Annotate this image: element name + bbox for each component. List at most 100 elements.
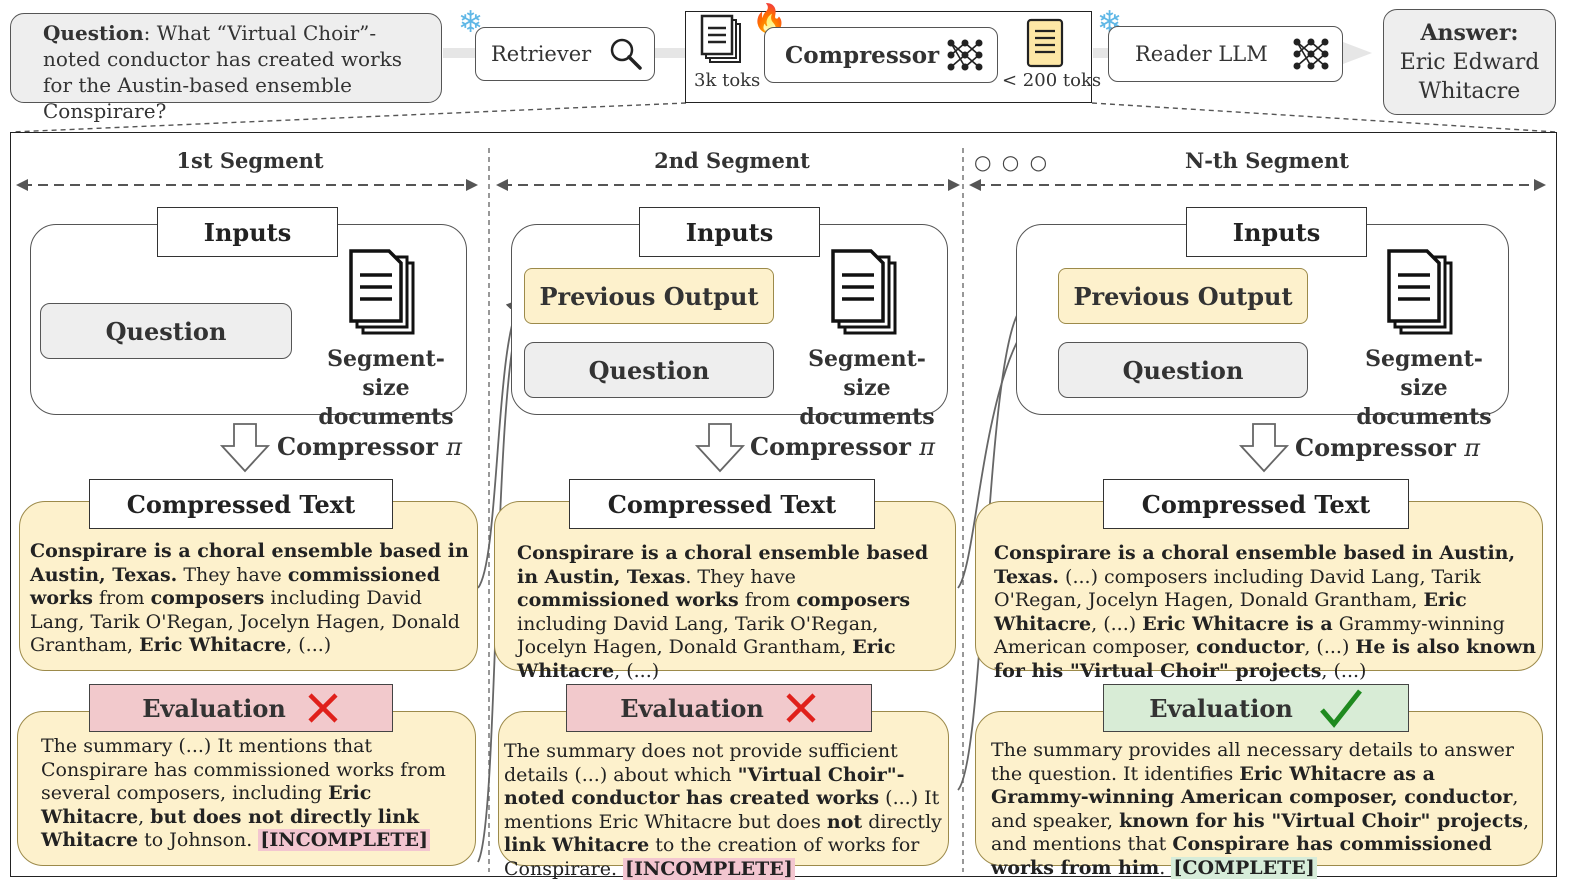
input-tokens-label: 3k toks (694, 70, 761, 91)
checkmark-icon (1319, 689, 1362, 728)
compressed-text-label: Compressed Text (1103, 479, 1409, 529)
evaluation-title: Evaluation (1149, 693, 1293, 723)
evaluation-content: The summary (...) It mentions that Consp… (41, 735, 466, 853)
text-run: They have (177, 563, 288, 586)
segment-title-n: N-th Segment (1185, 148, 1349, 173)
compressed-text-content: Conspirare is a choral ensemble based in… (30, 540, 472, 658)
compressed-text-box (494, 501, 956, 671)
search-icon (610, 38, 642, 70)
text-run: . (1159, 856, 1172, 879)
text-run: composers (150, 587, 265, 609)
text-run: , and mentions that (991, 809, 1529, 856)
text-run: from (92, 587, 151, 609)
compressed-text-label: Compressed Text (569, 479, 875, 529)
text-run: (...) It mentions Eric Whitacre but does (504, 787, 940, 833)
text-run: from (738, 589, 797, 611)
document-stack-icon (700, 14, 741, 63)
compressor-label: Compressor (1295, 433, 1456, 462)
pi-symbol: π (1464, 434, 1481, 462)
evaluation-label: Evaluation (1103, 684, 1409, 732)
text-run: conductor (1196, 636, 1305, 658)
text-run: Conspirare has commissioned works from h… (991, 833, 1492, 879)
text-run: Conspirare is a choral ensemble based in… (30, 540, 469, 586)
question-label: Question (43, 21, 144, 45)
ellipsis-dots: ○ ○ ○ (974, 150, 1050, 174)
segment-documents-label: Segment-size documents (1356, 346, 1492, 430)
text-run: , (...) (286, 634, 332, 656)
evaluation-label: Evaluation (566, 684, 872, 732)
text-run: Grammy-winning American composer, (994, 612, 1505, 659)
segment-title-2: 2nd Segment (654, 148, 810, 173)
text-run: known for his "Virtual Choir" projects (1119, 809, 1523, 832)
cross-icon (308, 693, 338, 723)
text-run: The summary (...) It mentions that Consp… (41, 735, 446, 804)
evaluation-content: The summary does not provide sufficient … (504, 740, 946, 881)
compressor-pi-label: Compressor π (277, 432, 462, 461)
cross-icon (786, 693, 816, 723)
answer-box: Answer: Eric Edward Whitacre (1383, 9, 1556, 115)
compressor-label: Compressor (750, 432, 911, 461)
segment-documents-label: Segment-size documents (318, 346, 454, 430)
text-run: , (...) (1321, 659, 1367, 682)
reader-llm-box: Reader LLM (1108, 26, 1343, 82)
question-input: Question (524, 342, 774, 398)
text-run: Eric Whitacre (994, 589, 1467, 635)
compressed-text-content: Conspirare is a choral ensemble based in… (994, 542, 1536, 683)
answer-text: Eric Edward Whitacre (1399, 49, 1540, 104)
text-run: Eric Whitacre as a Grammy-winning Americ… (991, 762, 1513, 809)
question-text: : What “Virtual Choir”-noted conductor h… (43, 21, 403, 123)
compressor-box: Compressor (764, 27, 998, 83)
compressed-text-box (975, 501, 1543, 671)
text-run: Conspirare is a choral ensemble based in… (994, 542, 1516, 588)
compressor-label: Compressor (277, 432, 438, 461)
text-run: "Virtual Choir"-noted conductor has crea… (504, 763, 905, 810)
text-run: He is also known for his "Virtual Choir"… (994, 636, 1536, 682)
document-stack-icon (349, 249, 415, 335)
question-input: Question (1058, 342, 1308, 398)
pi-symbol: π (446, 433, 463, 461)
text-run: The summary provides all necessary detai… (991, 739, 1514, 785)
text-run: Eric Whitacre is a (1142, 612, 1333, 635)
retriever-box: Retriever (475, 27, 655, 81)
segment-title-1: 1st Segment (176, 148, 324, 173)
text-run: commissioned works (517, 589, 739, 611)
evaluation-title: Evaluation (620, 693, 764, 723)
text-run: , (...) (614, 659, 660, 682)
compressor-pi-label: Compressor π (750, 432, 935, 461)
text-run: Eric Whitacre (41, 782, 372, 828)
completion-tag: [COMPLETE] (1171, 856, 1317, 879)
text-run: including David Lang, Tarik O'Regan, Joc… (517, 612, 879, 659)
evaluation-content: The summary provides all necessary detai… (991, 739, 1536, 880)
text-run: , (...) (1304, 636, 1356, 658)
text-run: , (138, 805, 151, 828)
previous-output-input: Previous Output (1058, 268, 1308, 324)
text-run: link Whitacre (504, 834, 650, 856)
text-run: to Johnson. (138, 829, 259, 851)
text-run: including David Lang, Tarik O'Regan, Joc… (30, 587, 460, 656)
document-stack-icon (1387, 249, 1453, 335)
text-run: Eric Whitacre (139, 634, 287, 656)
text-run: , (...) (1091, 612, 1143, 635)
compressed-document-icon (1026, 18, 1064, 68)
evaluation-title: Evaluation (142, 693, 286, 723)
inputs-label: Inputs (1186, 207, 1367, 257)
evaluation-label: Evaluation (89, 684, 393, 732)
text-run: not (826, 810, 863, 833)
text-run: . They have (685, 565, 796, 588)
text-run: commissioned works (30, 563, 440, 610)
completion-tag: [INCOMPLETE] (623, 857, 795, 880)
evaluation-box (975, 711, 1543, 866)
retriever-label: Retriever (491, 42, 592, 66)
compressed-text-label: Compressed Text (89, 479, 393, 529)
document-stack-icon (831, 249, 897, 335)
compressed-text-content: Conspirare is a choral ensemble based in… (517, 542, 947, 683)
text-run: Eric Whitacre (517, 636, 896, 682)
pi-symbol: π (919, 433, 936, 461)
text-run: composers (796, 589, 911, 611)
text-run: The summary does not provide sufficient … (504, 740, 898, 786)
segment-documents-label: Segment-size documents (799, 346, 935, 430)
neural-net-icon (1293, 38, 1329, 70)
answer-label: Answer: (1420, 19, 1519, 46)
question-box: Question: What “Virtual Choir”-noted con… (10, 13, 442, 123)
